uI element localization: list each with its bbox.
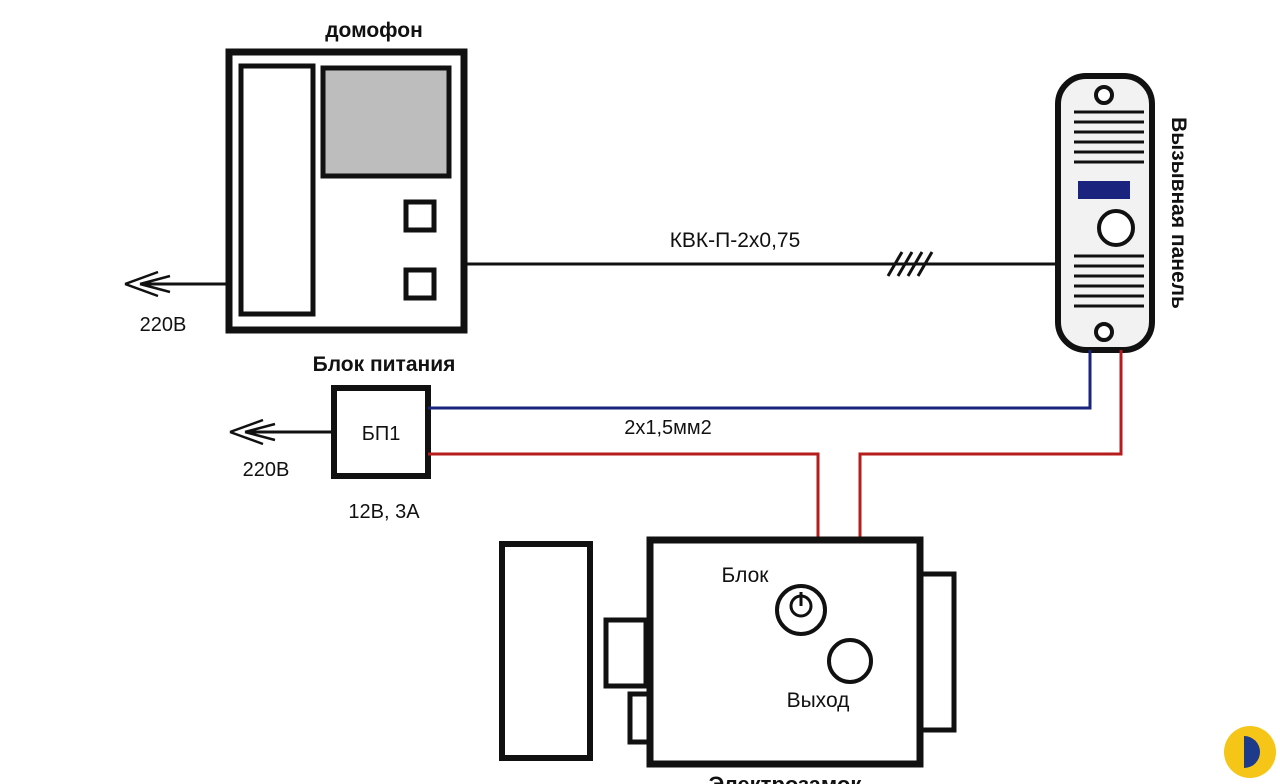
intercom-plug-icon: [124, 270, 229, 298]
call-panel-call-button-icon: [1097, 209, 1135, 247]
power-wire-blue: [428, 350, 1092, 410]
call-panel-screw-top-icon: [1094, 85, 1114, 105]
intercom-label: домофон: [325, 19, 423, 42]
psu-box: [331, 385, 431, 479]
intercom-button-bottom: [403, 267, 437, 301]
cable-marker-icon: [886, 251, 934, 277]
call-panel-speaker-grille: [1074, 110, 1144, 164]
intercom-button-top: [403, 199, 437, 233]
call-panel-label: Вызывная панель: [1167, 117, 1190, 309]
intercom-screen: [320, 65, 452, 179]
watermark-logo-icon: [1224, 726, 1276, 778]
power-cable-label: 2х1,5мм2: [624, 417, 712, 439]
main-cable-label: КВК-П-2х0,75: [670, 229, 801, 252]
psu-rating-label: 12В, 3А: [348, 501, 420, 523]
power-wire-red-panel: [858, 350, 1123, 540]
intercom-power-label: 220В: [140, 314, 187, 336]
lock-body: [646, 536, 924, 768]
lock-bolt: [603, 617, 649, 689]
lock-block-label: Блок: [722, 564, 770, 587]
call-panel: [1055, 73, 1155, 353]
electric-lock: [499, 536, 957, 768]
lock-block-knob-icon: [775, 584, 827, 636]
psu-title-label: Блок питания: [313, 353, 456, 376]
psu-name-label: БП1: [362, 423, 401, 445]
intercom-monitor: [225, 48, 468, 334]
lock-title-label: Электрозамок: [709, 772, 863, 784]
call-panel-screw-bottom-icon: [1094, 322, 1114, 342]
lock-mount-plate: [917, 571, 957, 733]
psu-plug-icon: [229, 418, 334, 446]
power-wire-red-lock: [428, 452, 820, 540]
psu-power-label: 220В: [243, 459, 290, 481]
intercom-handset: [238, 63, 316, 317]
call-panel-grille-lower: [1074, 254, 1144, 308]
lock-strike-plate: [499, 541, 593, 761]
lock-exit-button-icon: [827, 638, 873, 684]
lock-exit-label: Выход: [787, 689, 850, 712]
call-panel-camera-window: [1078, 181, 1130, 199]
